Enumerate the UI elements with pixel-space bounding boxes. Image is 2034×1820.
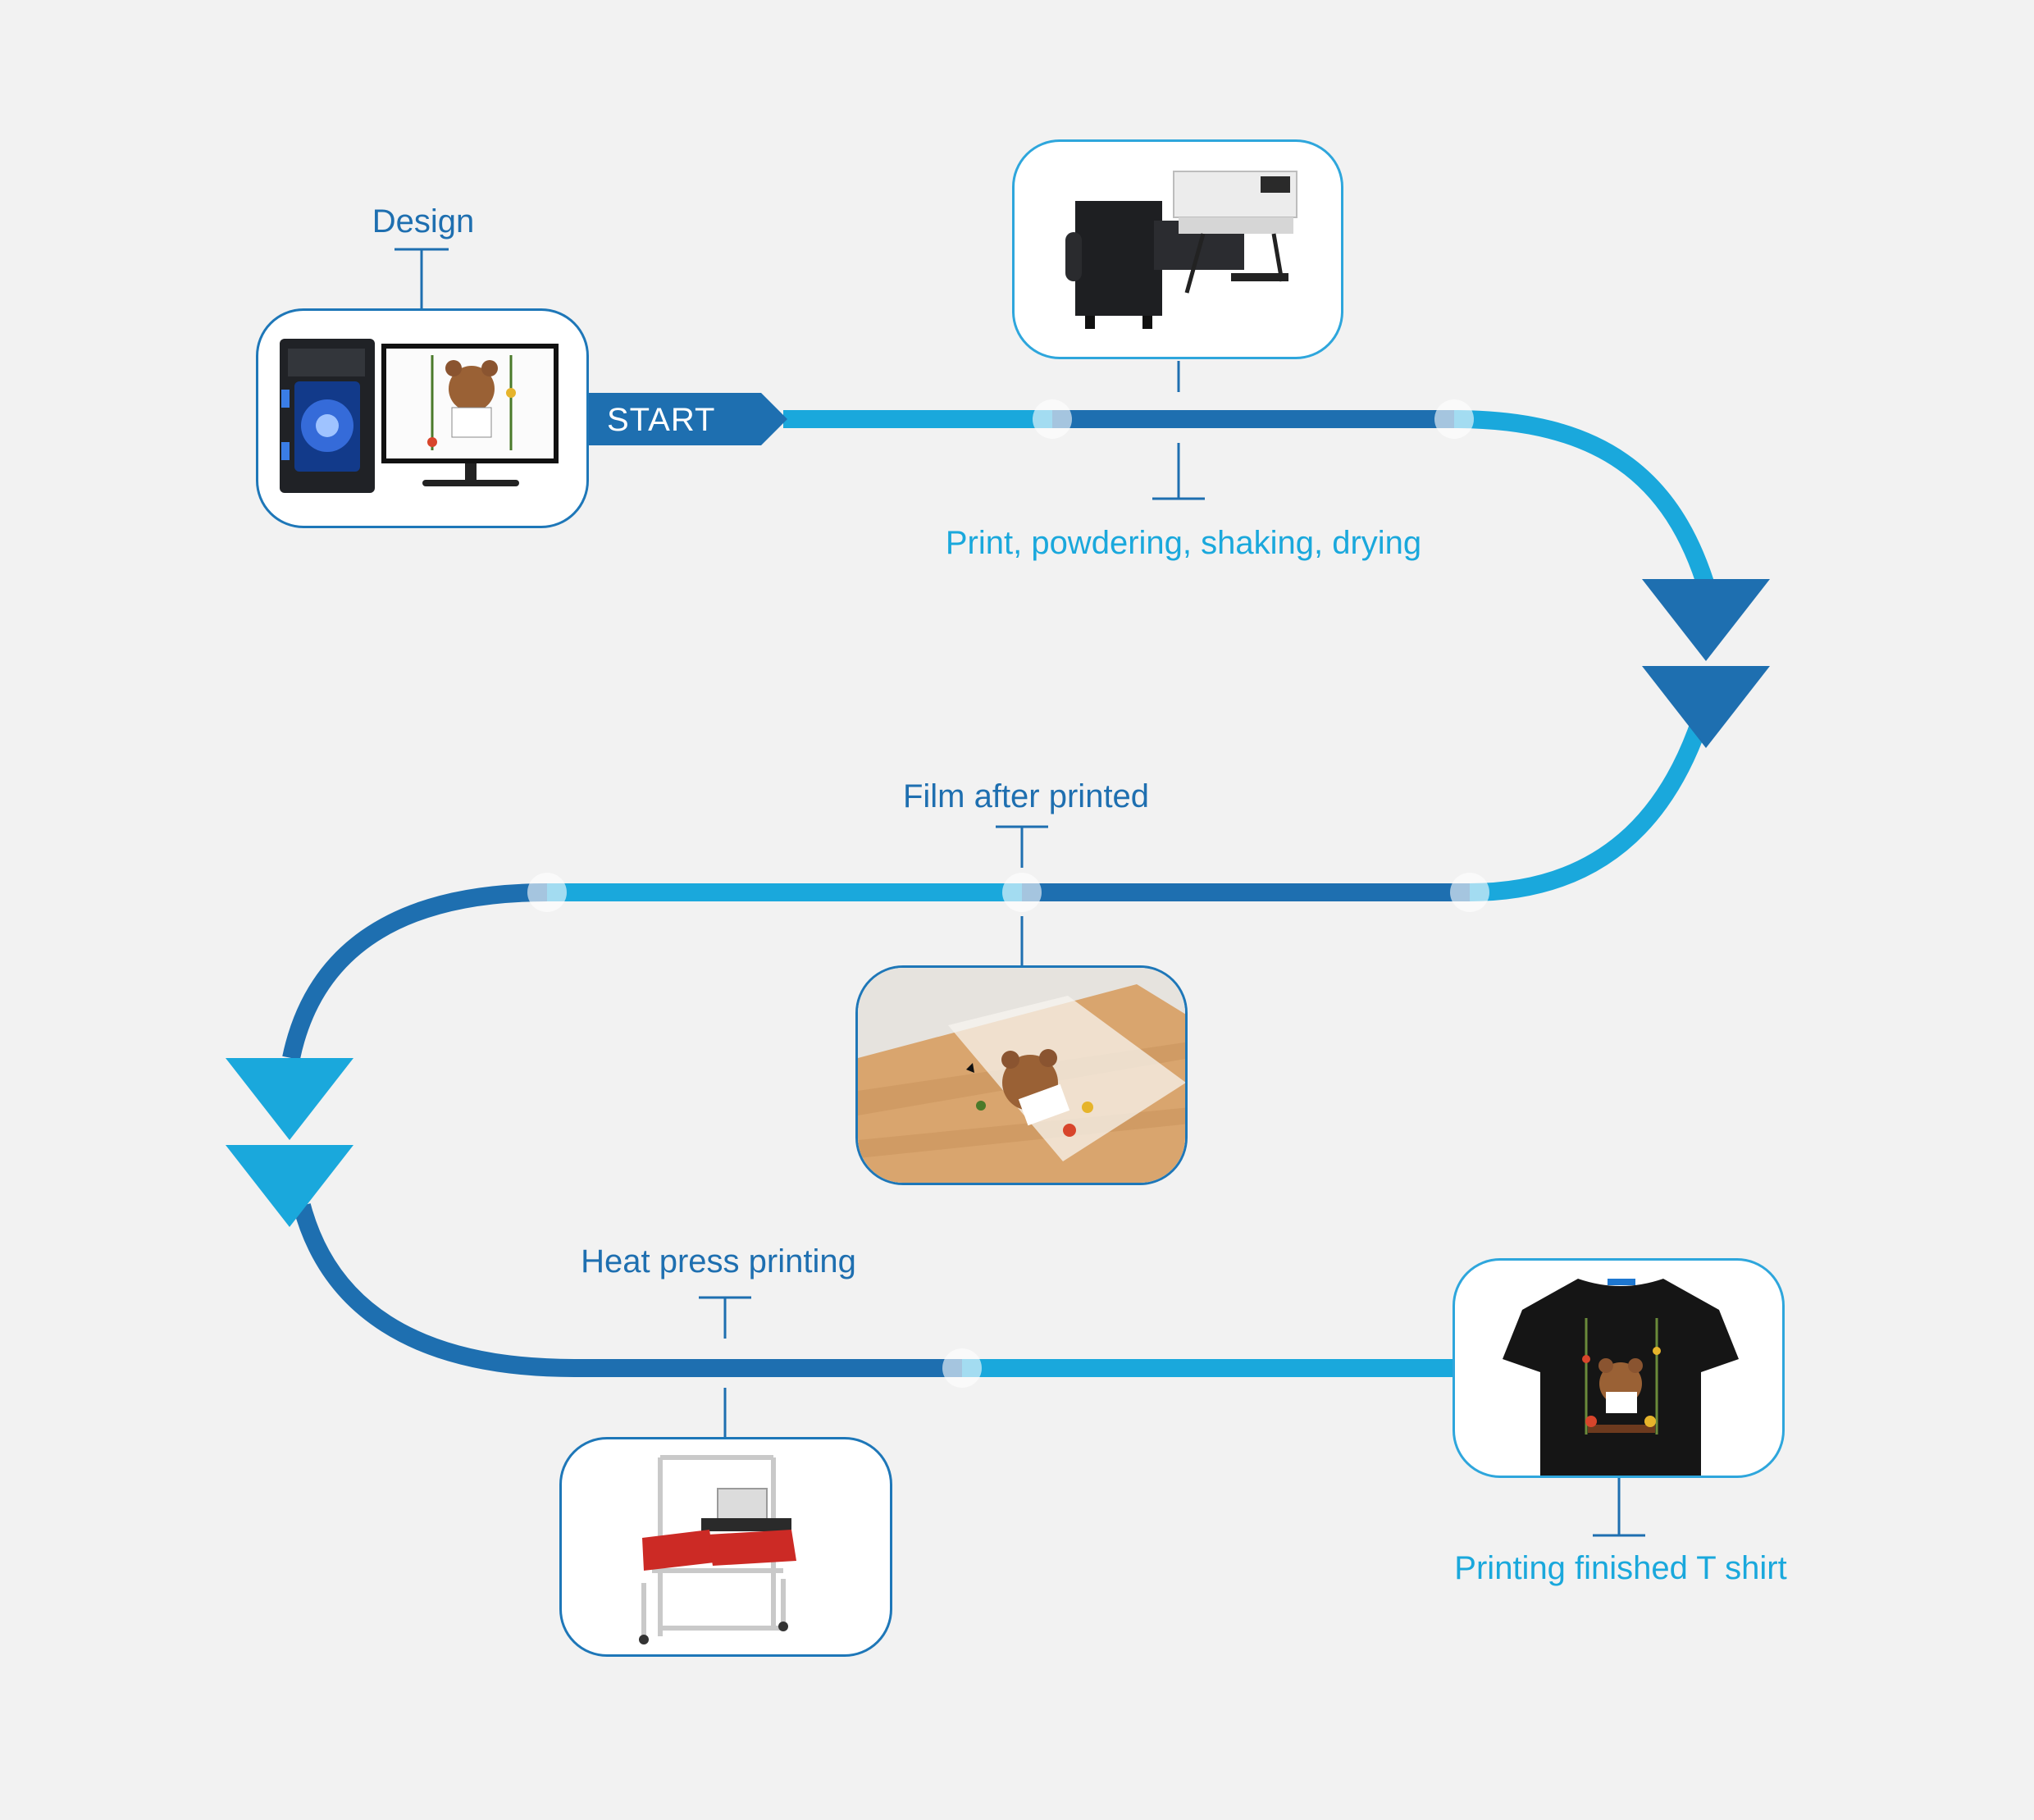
- heat-press-label: Heat press printing: [581, 1243, 856, 1279]
- print-image: [1012, 139, 1343, 359]
- down-arrow-icon: [226, 1058, 353, 1140]
- t-shirt-icon: [1503, 1279, 1739, 1476]
- film-image: [855, 965, 1188, 1185]
- finished-label: Printing finished T shirt: [1454, 1550, 1787, 1586]
- dtf-printer-icon: [1065, 171, 1297, 329]
- film-label: Film after printed: [902, 778, 1150, 814]
- start-label: START: [607, 402, 716, 438]
- start-arrow: [589, 393, 787, 445]
- printed-film-icon: [858, 968, 1185, 1183]
- down-arrow-icon: [226, 1145, 353, 1227]
- junction-dot: [1033, 399, 1072, 439]
- computer-monitor-icon: [280, 339, 559, 493]
- junction-dot: [1002, 873, 1042, 912]
- down-arrow-icon: [1642, 579, 1770, 661]
- down-arrow-icon: [1642, 666, 1770, 748]
- design-image: [256, 308, 589, 528]
- path-right-curve: [1453, 410, 1717, 594]
- design-label: Design: [372, 203, 475, 239]
- junction-dot: [1450, 873, 1489, 912]
- heat-press-image: [559, 1437, 892, 1657]
- heat-press-machine-icon: [639, 1455, 796, 1644]
- finished-image: [1453, 1258, 1785, 1478]
- junction-dot: [1434, 399, 1474, 439]
- print-label: Print, powdering, shaking, drying: [945, 525, 1422, 561]
- path-left-curve: [282, 883, 548, 1061]
- junction-dot: [527, 873, 567, 912]
- junction-dot: [942, 1348, 982, 1388]
